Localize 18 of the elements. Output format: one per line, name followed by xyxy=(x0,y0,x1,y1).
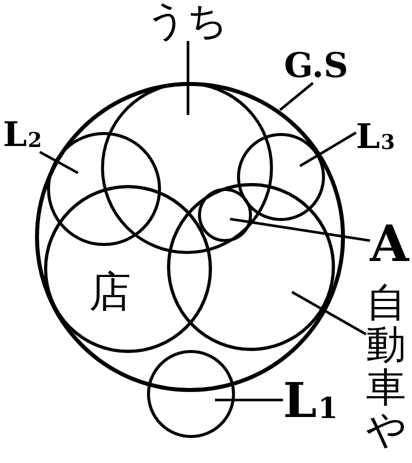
leader-line xyxy=(299,131,357,168)
leader-line xyxy=(230,218,370,242)
leader-line xyxy=(215,398,283,402)
callout-label: G.S xyxy=(284,49,348,83)
small-circle xyxy=(198,188,252,242)
circle xyxy=(167,183,335,351)
callout-label: うち xyxy=(146,1,228,41)
circle xyxy=(237,133,325,221)
leader-line xyxy=(279,82,314,111)
circle xyxy=(44,185,212,353)
leader-line xyxy=(186,41,190,115)
leader-line xyxy=(291,290,367,336)
callout-label: 自動車や xyxy=(366,282,406,452)
circle xyxy=(47,132,161,246)
circle-label: 店 xyxy=(89,271,131,313)
circle xyxy=(147,350,235,438)
circle xyxy=(101,82,273,254)
callout-label: A xyxy=(370,219,409,269)
